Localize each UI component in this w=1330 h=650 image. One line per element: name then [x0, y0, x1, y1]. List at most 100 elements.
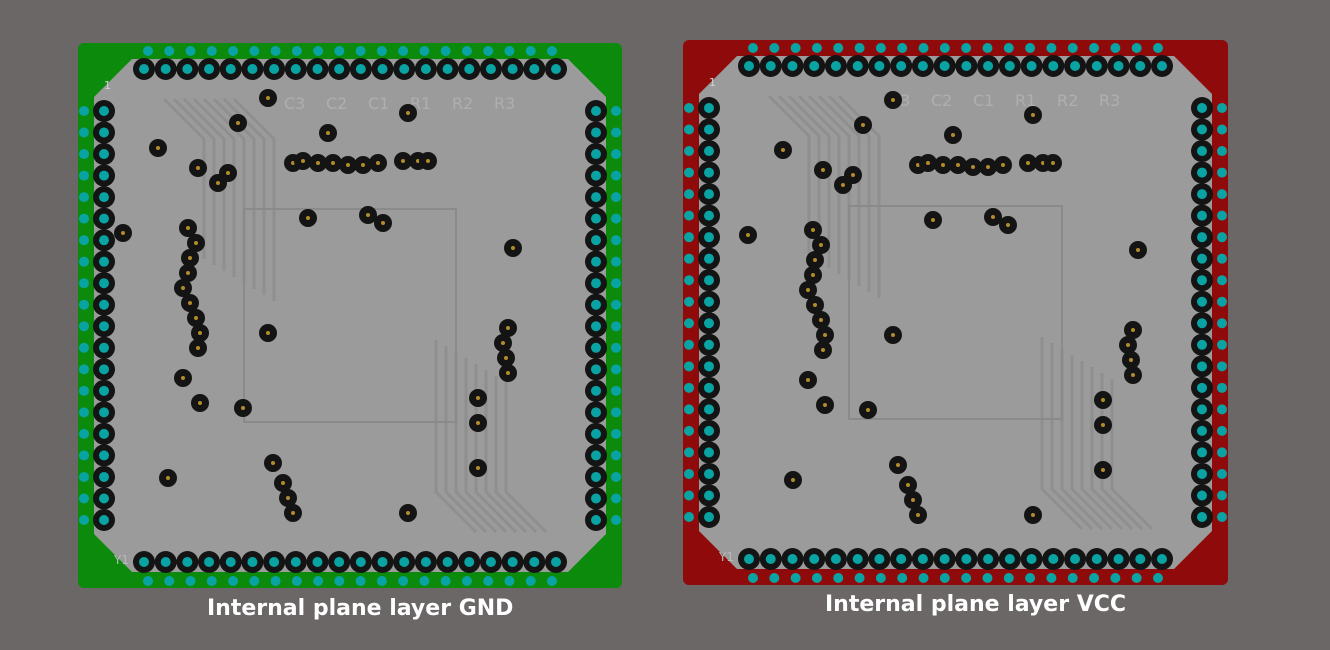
pad [591, 127, 601, 138]
trace [172, 97, 216, 265]
pad [1003, 573, 1014, 583]
pad [591, 192, 601, 203]
via-drill [1101, 398, 1105, 402]
pad [483, 46, 494, 56]
pad [1197, 253, 1207, 264]
pad [376, 576, 387, 586]
via-drill [291, 161, 295, 165]
pad [611, 213, 621, 224]
pad [1217, 232, 1227, 243]
pad [684, 404, 694, 415]
pad [225, 64, 236, 74]
via-drill [1026, 161, 1030, 165]
pad [684, 382, 694, 393]
trace [797, 94, 841, 274]
silk-label: C2 [326, 94, 347, 113]
via-drill [1031, 513, 1035, 517]
pad [79, 235, 89, 246]
via-drill [271, 461, 275, 465]
via-drill [821, 348, 825, 352]
via-drill [121, 231, 125, 235]
via-drill [891, 98, 895, 102]
via-drill [188, 301, 192, 305]
silk-label: C2 [931, 91, 952, 110]
pad [769, 43, 780, 53]
pad [79, 278, 89, 289]
pad [143, 576, 153, 586]
via-drill [196, 166, 200, 170]
pad [591, 428, 601, 439]
silk-label: R1 [1015, 91, 1036, 110]
pad [830, 61, 841, 71]
pad [139, 64, 149, 74]
pad [1197, 189, 1207, 200]
trace [232, 97, 276, 301]
via-drill [1031, 113, 1035, 117]
pad [704, 253, 714, 264]
via-drill [811, 273, 815, 277]
pad [1217, 447, 1227, 458]
via-drill [926, 161, 930, 165]
silk-label: R3 [1099, 91, 1120, 110]
pad [917, 554, 928, 564]
pad [809, 554, 820, 564]
pad [1217, 124, 1227, 135]
pad [611, 235, 621, 246]
pad [684, 146, 694, 157]
pad [99, 407, 109, 418]
pad [79, 364, 89, 375]
pad [591, 450, 601, 461]
pad [830, 554, 841, 564]
pad [611, 493, 621, 504]
pad [684, 124, 694, 135]
via-drill [291, 511, 295, 515]
chip-outline [848, 205, 1063, 420]
via-drill [226, 171, 230, 175]
pad [1197, 318, 1207, 329]
pad [1197, 468, 1207, 479]
pad [611, 342, 621, 353]
via-drill [198, 331, 202, 335]
pad [79, 213, 89, 224]
pad [1003, 43, 1014, 53]
via-drill [401, 159, 405, 163]
pad [939, 554, 950, 564]
pad [611, 407, 621, 418]
pad [464, 64, 475, 74]
pad [591, 364, 601, 375]
via-drill [236, 121, 240, 125]
pad [79, 428, 89, 439]
pad [1131, 43, 1142, 53]
trace [777, 94, 821, 262]
pad [79, 385, 89, 396]
silk-label: R3 [494, 94, 515, 113]
pad [874, 61, 885, 71]
pad [704, 512, 714, 522]
pad [1197, 382, 1207, 393]
pad [182, 64, 193, 74]
pad [1217, 339, 1227, 350]
trace [212, 97, 256, 289]
pad [504, 576, 515, 586]
via-drill [823, 403, 827, 407]
pad [1217, 318, 1227, 329]
pad [611, 278, 621, 289]
pad [833, 43, 844, 53]
via-drill [1101, 423, 1105, 427]
via-drill [266, 96, 270, 100]
pad [1217, 468, 1227, 479]
via-drill [813, 303, 817, 307]
pad [79, 170, 89, 181]
pin1-label: 1 [709, 76, 716, 89]
pad [1197, 490, 1207, 501]
pad [247, 557, 258, 567]
pad [270, 576, 281, 586]
pad [1197, 146, 1207, 157]
pad [896, 554, 907, 564]
trace [222, 97, 266, 295]
pad [334, 64, 345, 74]
pad [461, 576, 472, 586]
pad [1197, 512, 1207, 522]
pad [99, 127, 109, 138]
